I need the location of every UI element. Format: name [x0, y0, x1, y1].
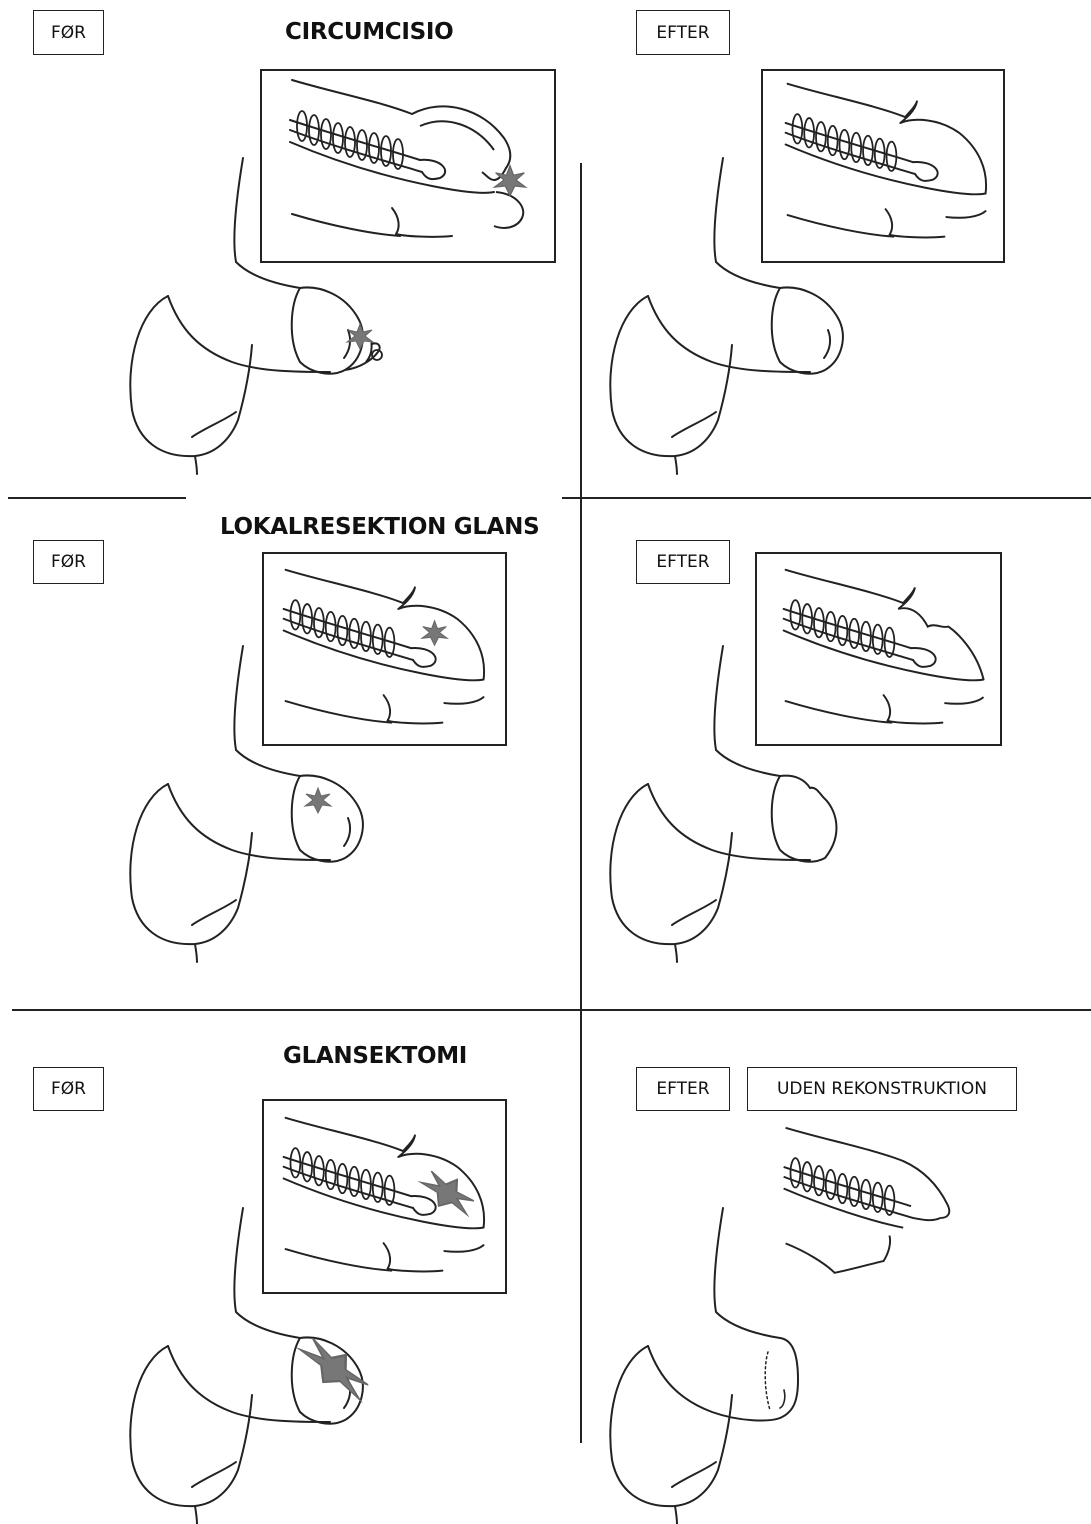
glansektomi-after-inset	[784, 1128, 950, 1273]
grid-dividers	[8, 163, 1091, 1443]
after-label-glansektomi: EFTER	[636, 1067, 730, 1111]
glansektomi-before-inset	[263, 1100, 506, 1293]
after-label-circumcisio: EFTER	[636, 10, 730, 55]
before-label-glansektomi: FØR	[33, 1067, 104, 1111]
section-title-lokalresektion: LOKALRESEKTION GLANS	[220, 514, 539, 540]
section-title-circumcisio: CIRCUMCISIO	[285, 19, 453, 45]
after-note-glansektomi: UDEN REKONSTRUKTION	[747, 1067, 1017, 1111]
circumcisio-before-inset	[261, 70, 555, 262]
glansektomi-after-body	[610, 1208, 798, 1524]
section-title-glansektomi: GLANSEKTOMI	[283, 1043, 467, 1069]
before-label-circumcisio: FØR	[33, 10, 104, 55]
before-label-lokalresektion: FØR	[33, 540, 104, 584]
lokalresektion-after-inset	[756, 553, 1001, 745]
circumcisio-after-inset	[762, 70, 1004, 262]
after-label-lokalresektion: EFTER	[636, 540, 730, 584]
lokalresektion-before-inset	[263, 553, 506, 745]
